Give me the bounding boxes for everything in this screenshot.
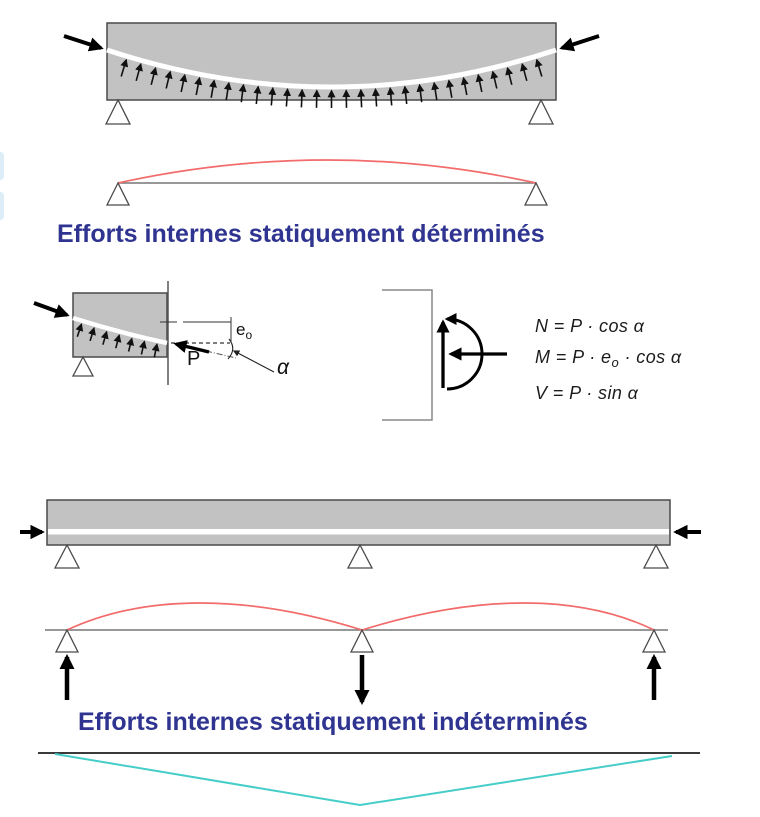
diagram-section-cut: [33, 281, 507, 421]
equation-normal: N = P · cos α: [535, 316, 645, 336]
deviation-force-arrow: [88, 326, 96, 342]
prestress-arrow-left: [63, 34, 104, 52]
moment-curve: [66, 602, 655, 631]
equation-moment-subscript: o: [611, 355, 620, 370]
deviation-force-arrow: [371, 88, 380, 107]
deviation-force-arrow: [357, 88, 366, 108]
deviation-force-arrow: [520, 62, 528, 82]
diagram-simple-beam-moment: [105, 159, 549, 206]
force-p-arrow: [173, 340, 210, 354]
deviation-force-arrow: [135, 62, 143, 82]
diagram-continuous-beam: [20, 499, 701, 569]
angle-arc: [227, 338, 234, 360]
deviation-force-arrow: [194, 76, 203, 96]
deviation-force-arrow: [446, 79, 454, 98]
deviation-force-arrow: [283, 88, 292, 107]
deviation-force-arrow: [534, 58, 543, 77]
support: [71, 355, 95, 377]
deviation-force-arrow: [138, 340, 147, 355]
tendon-parabola: [106, 47, 557, 90]
diagram-secondary-moment: [38, 752, 700, 807]
angle-label: α: [277, 356, 289, 379]
deviation-force-arrow: [151, 343, 160, 358]
deviation-force-arrow: [505, 66, 514, 85]
eccentricity-symbol: e: [236, 320, 246, 339]
support-right: [641, 628, 667, 653]
deviation-force-arrow: [164, 70, 173, 89]
support-right: [523, 181, 549, 206]
deviation-force-arrow: [268, 86, 277, 106]
deviation-force-arrow: [179, 73, 188, 93]
support-middle: [349, 628, 375, 653]
support-left: [53, 543, 81, 569]
tendon-axis-dashdot: [205, 350, 237, 359]
deviation-force-arrow: [209, 79, 217, 98]
deviation-force-arrow: [75, 322, 84, 338]
equation-shear: V = P · sin α: [535, 383, 639, 403]
deviation-force-arrow: [238, 83, 247, 103]
prestress-arrow: [33, 301, 70, 318]
free-body-bracket: [382, 289, 433, 421]
support-left: [54, 628, 80, 653]
angle-pointer-arrow: [232, 350, 275, 373]
deviation-force-arrow: [431, 81, 440, 101]
prestress-arrow-right: [559, 34, 600, 52]
deviation-force-arrow: [475, 73, 484, 93]
equations-block: N = P · cos α M = P · eo · cos α V = P ·…: [535, 311, 682, 409]
beam-segment: [72, 292, 168, 358]
moment-arc-arrow: [444, 313, 484, 391]
secondary-moment-line: [54, 753, 673, 807]
deviation-force-arrow: [100, 330, 109, 345]
moment-curve: [117, 159, 537, 184]
deviation-force-arrow: [126, 337, 135, 352]
deviation-force-arrow: [401, 85, 410, 105]
force-p-label: P: [187, 348, 201, 370]
title-indeterminate: Efforts internes statiquement indétermin…: [78, 708, 588, 736]
deviation-force-arrow: [386, 86, 395, 106]
diagram-continuous-moment: [45, 602, 668, 706]
support-left: [104, 98, 132, 125]
deviation-force-arrow: [490, 70, 499, 89]
deviation-force-arrow: [253, 85, 262, 105]
straight-tendon: [48, 529, 669, 535]
eccentricity-label: eo: [236, 320, 252, 342]
equation-moment-suffix: · cos α: [619, 347, 682, 367]
support-right: [642, 543, 670, 569]
equation-moment-prefix: M = P · e: [535, 347, 612, 367]
deviation-force-arrow: [416, 83, 425, 103]
eccentricity-subscript: o: [245, 328, 253, 342]
tendon-segment: [72, 315, 168, 346]
diagram-simple-beam: [63, 22, 600, 125]
deviation-force-arrow: [113, 334, 122, 349]
deviation-force-arrow: [223, 81, 232, 101]
deviation-force-arrow: [120, 58, 129, 77]
edge-glyph-top: [0, 152, 4, 180]
title-determinate: Efforts internes statiquement déterminés: [57, 220, 545, 248]
support-middle: [346, 543, 374, 569]
deviation-force-arrow: [460, 76, 469, 96]
equation-moment: M = P · eo · cos α: [535, 342, 682, 378]
support-right: [527, 98, 555, 125]
deviation-arrows: [120, 58, 543, 108]
support-left: [105, 181, 131, 206]
beam-body: [46, 499, 671, 546]
deviation-arrows: [75, 322, 160, 358]
edge-glyph-bottom: [0, 192, 4, 220]
deviation-force-arrow: [149, 66, 158, 85]
deviation-force-arrow: [297, 88, 306, 108]
